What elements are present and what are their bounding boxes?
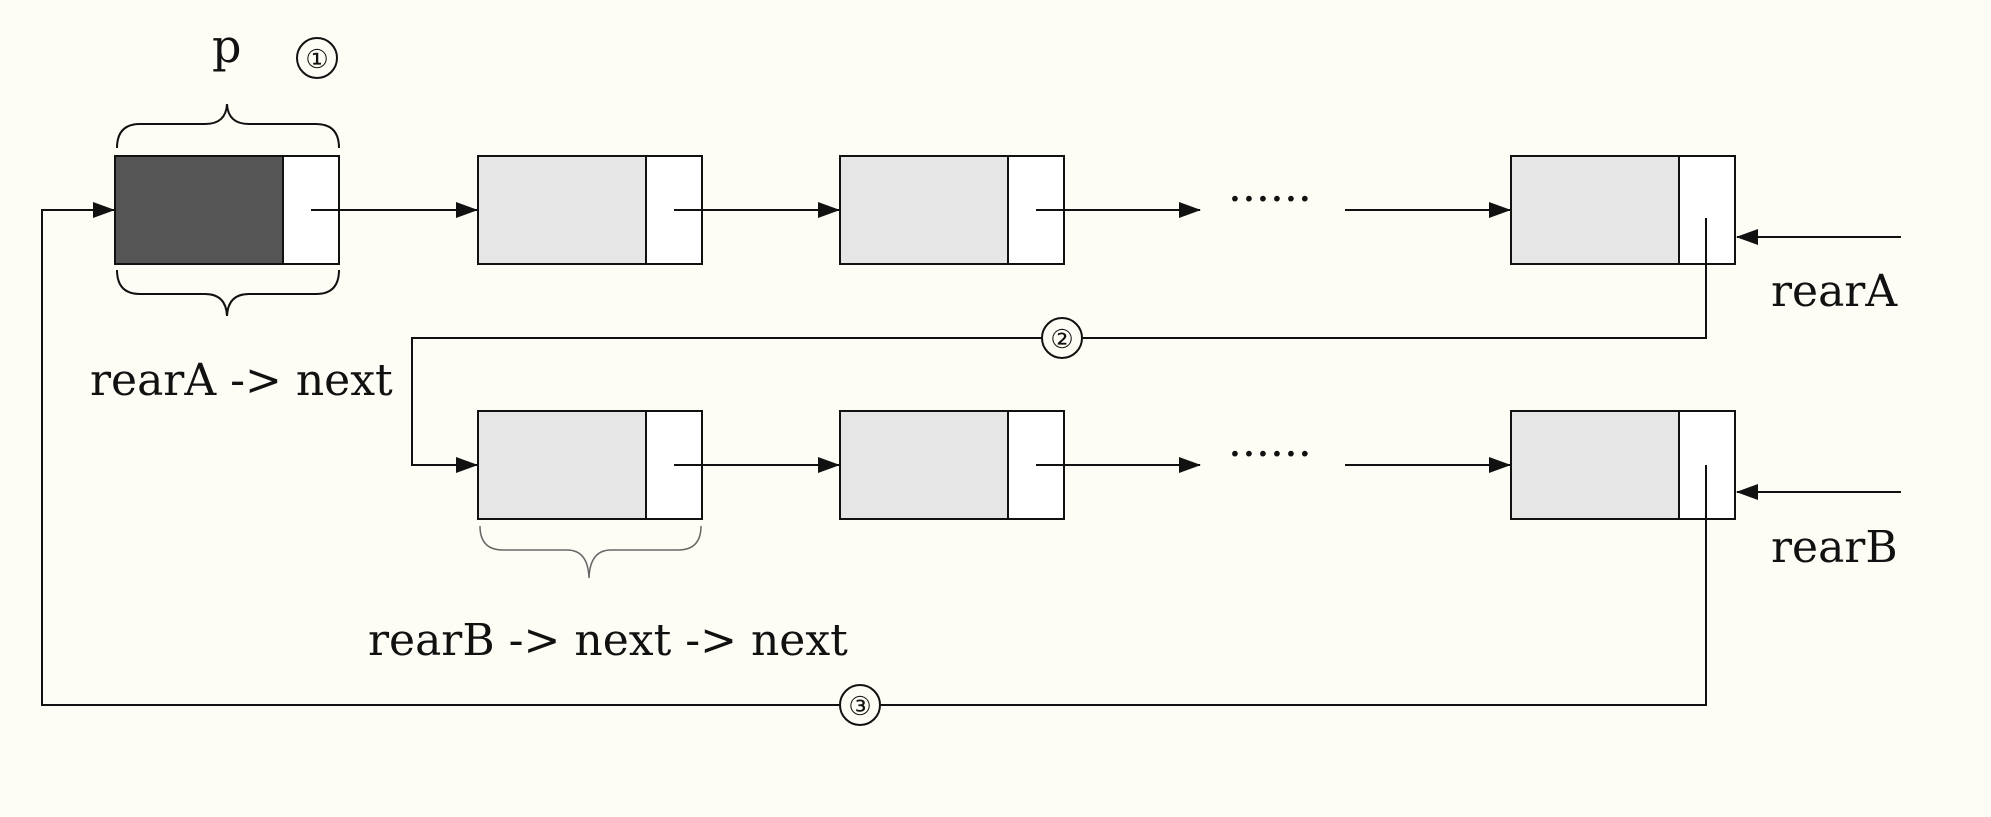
step-number: ③	[848, 692, 871, 722]
list-b-node-1	[477, 410, 703, 520]
connector-step-3	[41, 202, 1707, 706]
list-b-node-2	[839, 410, 1065, 520]
node-data-field	[477, 155, 647, 265]
list-a-node-head	[114, 155, 340, 265]
label-reara: rearA	[1771, 266, 1898, 317]
node-data-field	[114, 155, 284, 265]
step-badge-2: ②	[1041, 317, 1083, 359]
node-data-field	[1510, 410, 1680, 520]
ellipsis: ······	[1228, 429, 1312, 480]
label-p: p	[212, 19, 241, 73]
step-number: ②	[1050, 325, 1073, 355]
node-data-field	[1510, 155, 1680, 265]
node-data-field	[839, 155, 1009, 265]
node-data-field	[839, 410, 1009, 520]
list-b-node-rear	[1510, 410, 1736, 520]
brace-bottom-head	[116, 269, 340, 317]
label-rearb-next-next: rearB -> next -> next	[368, 615, 848, 666]
step-badge-3: ③	[839, 684, 881, 726]
list-b: ······	[477, 410, 1736, 520]
brace-bottom-first-b	[479, 525, 702, 579]
brace-top-p	[116, 103, 340, 149]
node-data-field	[477, 410, 647, 520]
label-reara-next: rearA -> next	[90, 355, 393, 406]
list-a-node-2	[477, 155, 703, 265]
ellipsis: ······	[1228, 174, 1312, 225]
list-a-node-3	[839, 155, 1065, 265]
connector-step-2	[411, 218, 1707, 473]
list-a: ······	[114, 155, 1736, 265]
label-rearb: rearB	[1771, 522, 1898, 573]
list-a-node-rear	[1510, 155, 1736, 265]
step-badge-1: ①	[296, 37, 338, 79]
step-number: ①	[305, 45, 328, 75]
